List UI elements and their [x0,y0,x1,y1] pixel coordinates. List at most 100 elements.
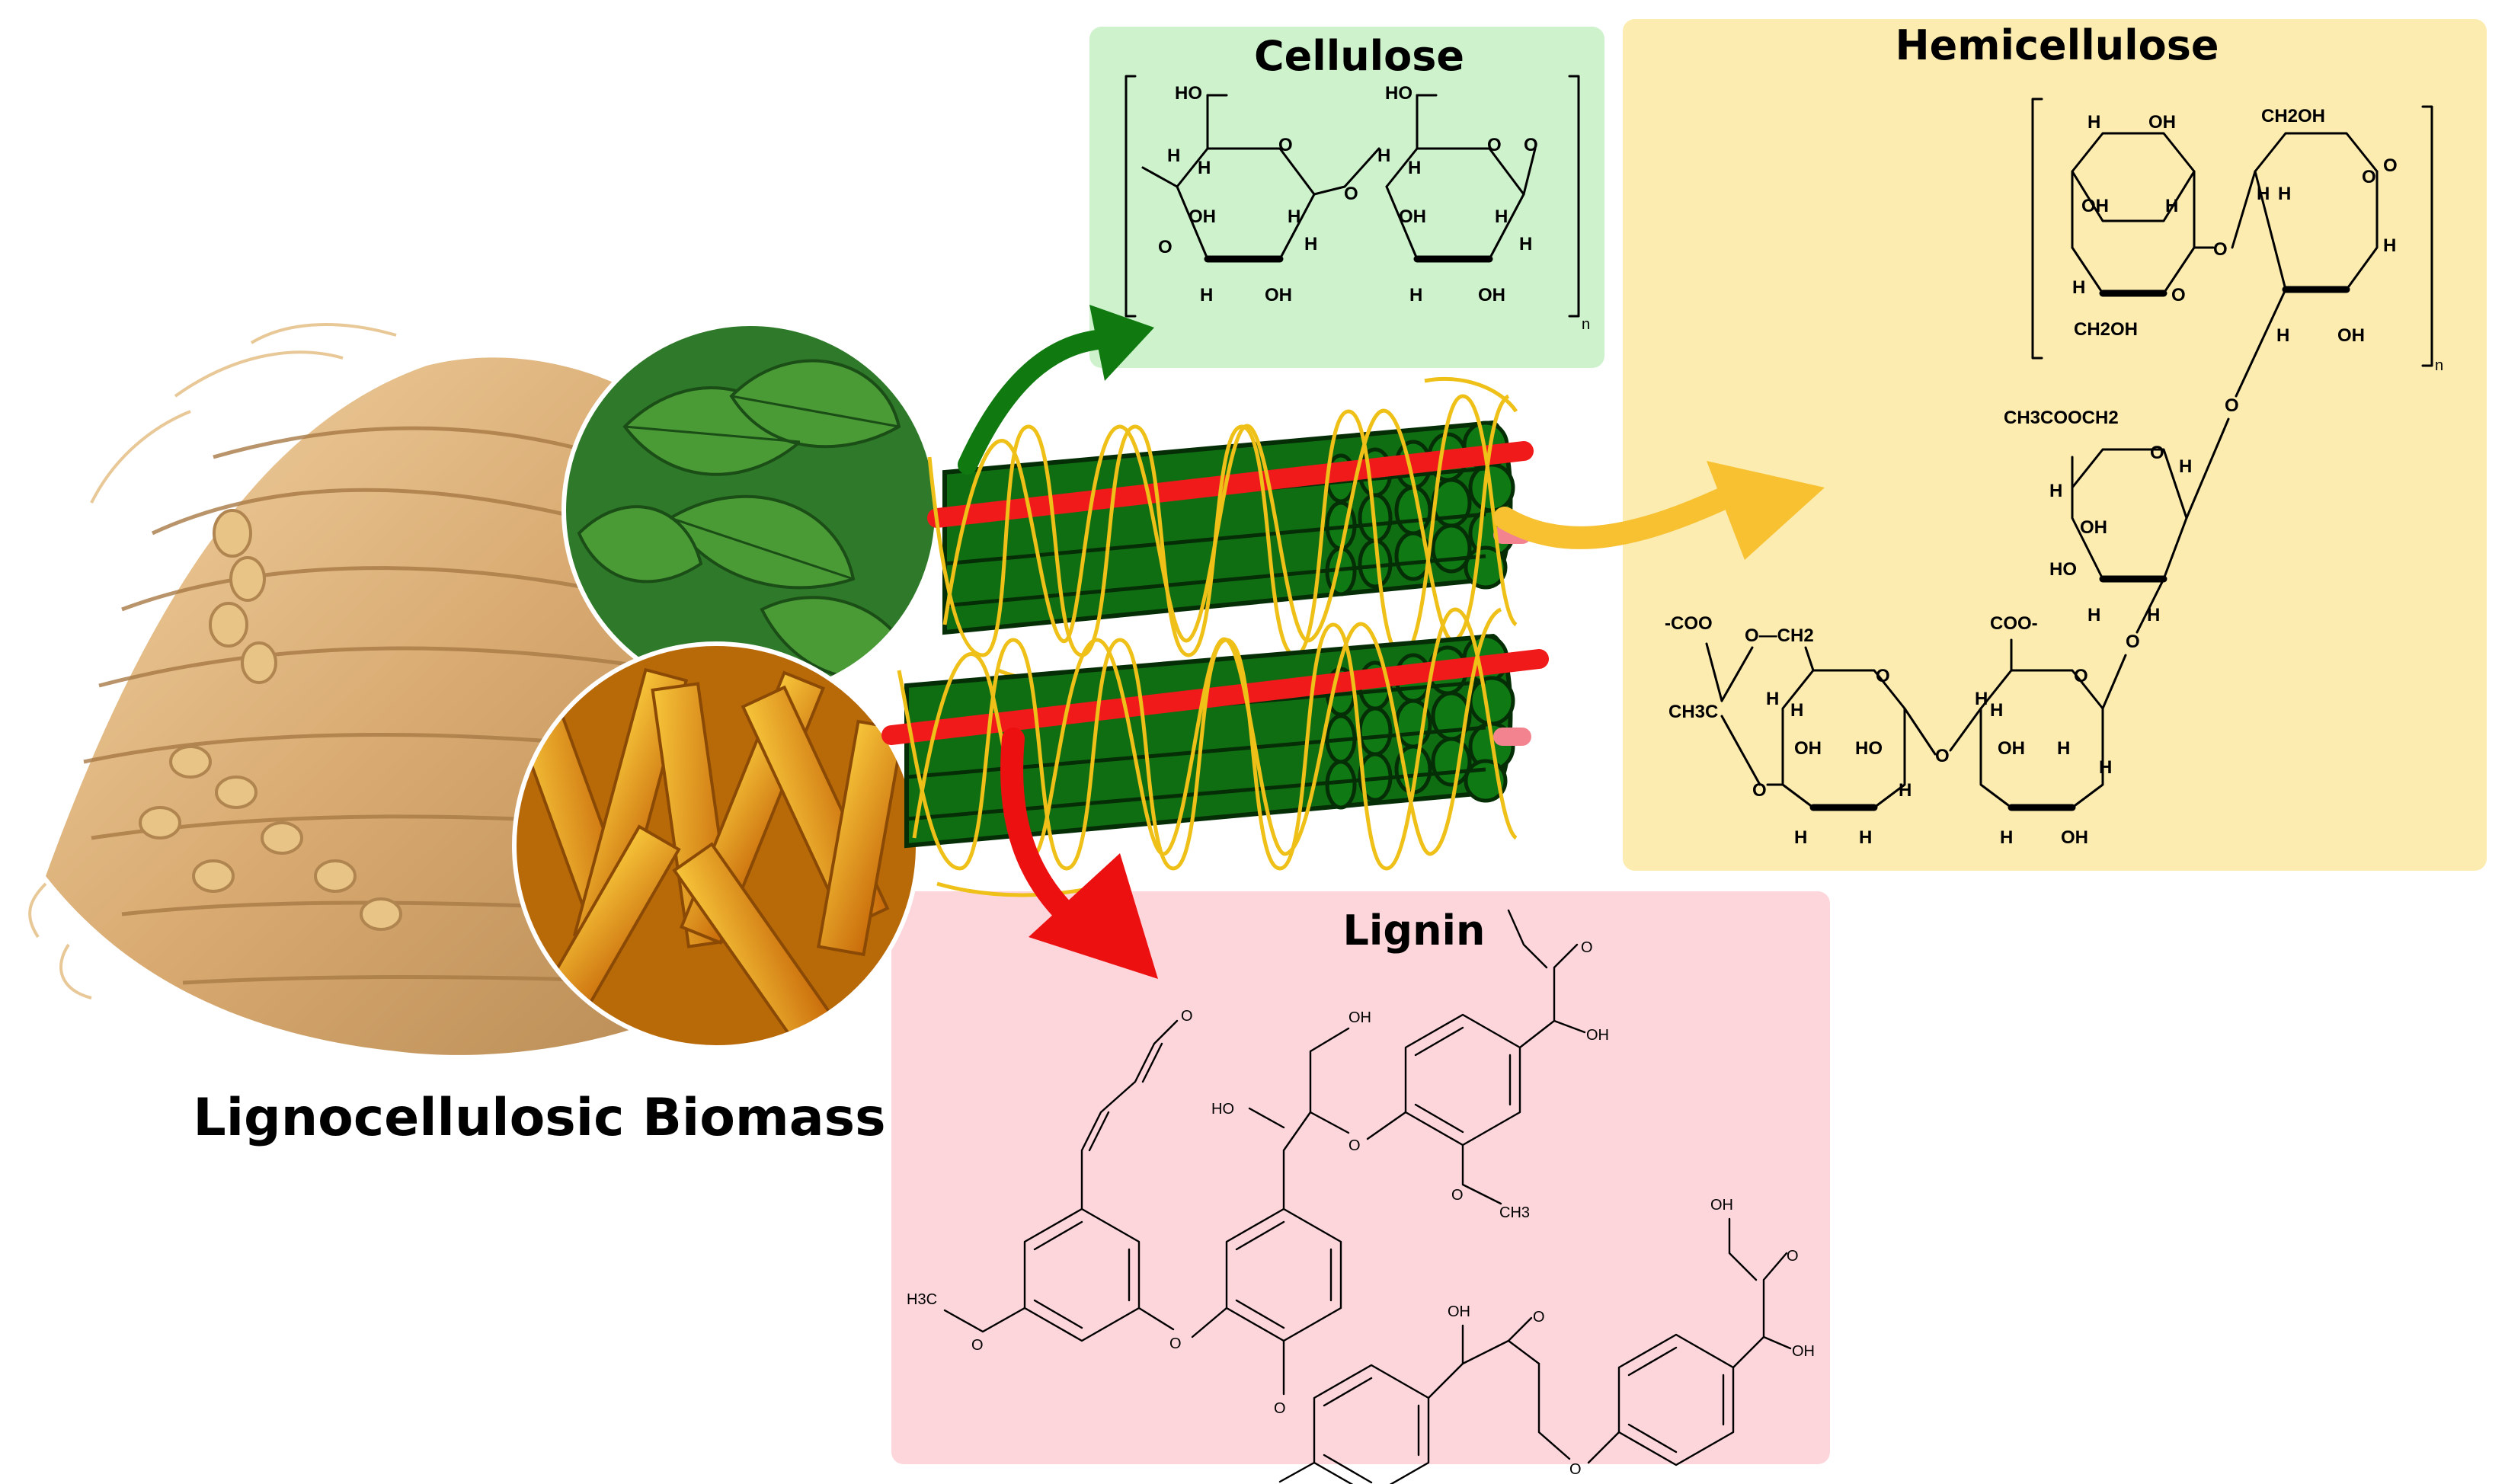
atom: H [2165,196,2178,216]
fiber-bundle-top [927,376,1534,684]
atom: H [1377,146,1390,166]
atom: H [2257,184,2270,204]
atom: O [2362,167,2376,187]
atom: CH2OH [2074,319,2138,340]
atom: OH [1478,285,1505,305]
atom: O [2213,239,2228,260]
atom: OH [2337,325,2365,346]
atom: O [1158,237,1173,257]
atom: OH [1794,738,1822,759]
atom: H [2088,605,2100,625]
atom: O [1581,939,1593,956]
straw-photo-icon [512,641,920,1050]
atom: OH [1448,1303,1470,1320]
atom: OH [1792,1343,1815,1360]
atom: HO [1242,1482,1265,1484]
atom: O [1278,135,1293,155]
atom: CH3C [1668,702,1718,722]
atom: O [1752,780,1767,801]
atom: H [1198,158,1211,178]
atom: H [1990,700,2003,721]
atom: O [1344,184,1358,204]
atom: H [1408,158,1421,178]
atom: HO [2049,559,2077,580]
arrow-yellow-icon [1493,461,1825,560]
atom: OH [1399,206,1426,227]
atom: H [2278,184,2291,204]
atom: O [1935,746,1950,766]
atom: H [1304,234,1317,254]
atom: O [971,1337,984,1354]
fiber-bundle-bottom [881,607,1549,897]
atom: O [2126,632,2140,652]
atom: H [1288,206,1300,227]
fiber-bundle-icon [881,376,1549,897]
atom: O [1181,1008,1193,1025]
atom: H [1766,689,1779,709]
atom: HO [1855,738,1883,759]
atom: H [2147,605,2160,625]
atom: OH [2080,517,2107,538]
atom: O [1524,135,1538,155]
cellulose-structure: n HO O O H H OH H H OH H O HO O O H H OH… [1125,75,1590,333]
atom: H [1859,827,1872,848]
atom: H [1409,285,1422,305]
atom: OH [1998,738,2025,759]
atom: O [1787,1248,1799,1265]
atom: OH [1189,206,1216,227]
atom: H [2072,277,2085,298]
atom: OH [2061,827,2088,848]
atom: OH [1265,285,1292,305]
atom: OH [2081,196,2109,216]
atom: O [2171,285,2186,305]
lignin-structure: O H3C O O HO OH O O O CH3 O OH HO [907,909,1815,1484]
atom: OH [2148,112,2176,133]
atom: HO [1211,1101,1234,1118]
atom: CH3COOCH2 [2004,408,2119,428]
atom: H [2049,481,2062,501]
atom: H [2088,112,2100,133]
atom: O [1274,1400,1286,1417]
cellulose-title: Cellulose [1254,32,1464,80]
hemicellulose-structure: n H OH OH H H O CH2OH O CH2OH O O H H H … [1665,98,2443,848]
atom: COO- [1990,613,2038,634]
atom: OH [1586,1027,1609,1044]
atom: O [2074,666,2088,686]
lignin-panel [891,891,1830,1464]
atom: H [1495,206,1508,227]
atom: O [1569,1461,1582,1478]
arrow-green-icon [958,305,1154,475]
atom: H [1899,780,1912,801]
biomass-label: Lignocellulosic Biomass [193,1088,885,1148]
atom: H [1790,700,1803,721]
atom: H [2057,738,2070,759]
atom: CH2OH [2261,106,2325,126]
atom: H3C [907,1291,937,1308]
atom: OH [1348,1009,1371,1026]
atom: O—CH2 [1745,625,1814,646]
atom: CH3 [1499,1204,1530,1221]
atom: H [2099,757,2112,778]
atom: H [2383,235,2396,256]
atom: OH [1710,1197,1733,1214]
atom: O [2383,155,2398,176]
atom: n [2435,357,2443,374]
atom: HO [1385,83,1412,104]
atom: O [1169,1335,1182,1352]
atom: H [2179,456,2192,477]
hemicellulose-title: Hemicellulose [1895,21,2219,69]
atom: H [1167,146,1180,166]
cellulose-panel [1089,27,1604,368]
atom: O [2225,395,2239,416]
atom: O [1487,135,1502,155]
atom: HO [1175,83,1202,104]
atom: H [2276,325,2289,346]
atom: H [1200,285,1213,305]
atom: O [2150,443,2164,463]
arrow-red-icon [1000,728,1158,979]
leaf-photo-icon [561,321,939,699]
atom: H [2000,827,2013,848]
cellulose-subscript: n [1582,316,1590,333]
atom: O [1876,666,1890,686]
